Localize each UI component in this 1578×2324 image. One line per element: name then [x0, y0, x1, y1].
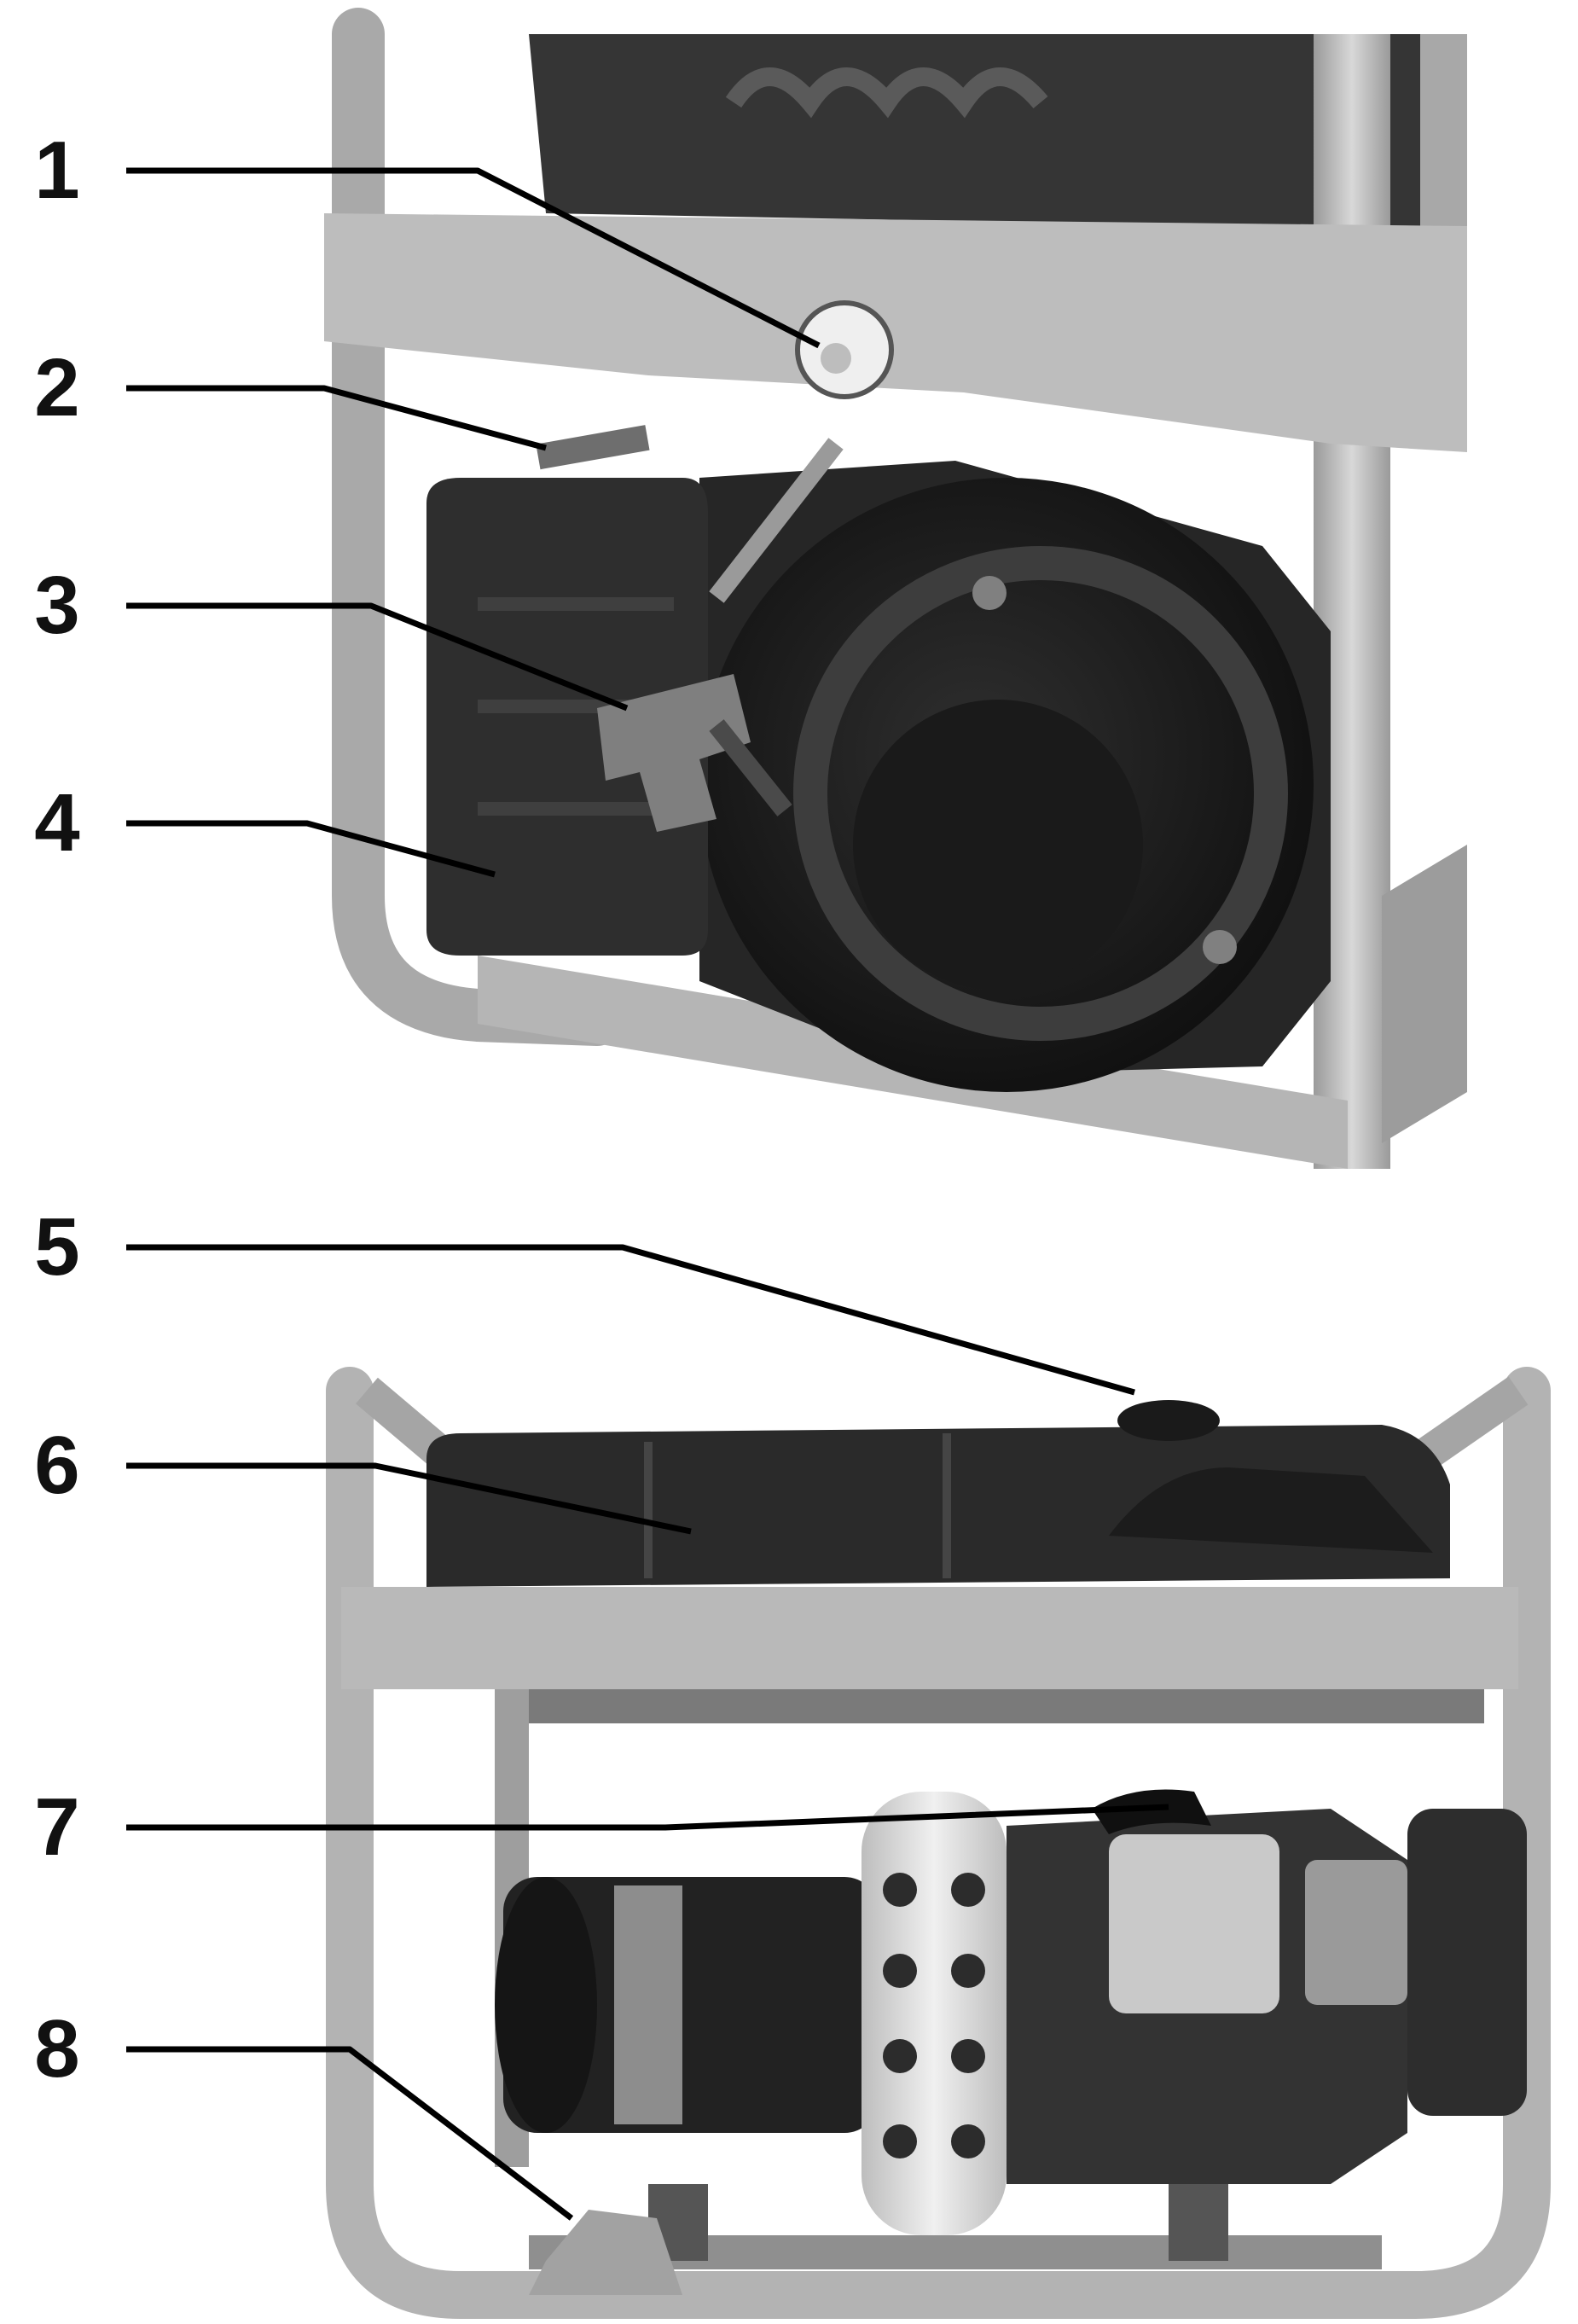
- frame-tube-outer: [326, 1367, 1551, 2319]
- callout-number-5: 5: [34, 1201, 80, 1293]
- muffler: [862, 1792, 1007, 2235]
- choke-lever: [536, 425, 650, 470]
- air-filter-rib: [478, 597, 674, 611]
- leader-line-6: [126, 1462, 692, 1535]
- frame-bar-upper: [341, 1587, 1518, 1689]
- fuel-cap: [1117, 1400, 1220, 1441]
- callout-number-2: 2: [34, 342, 80, 433]
- fuel-tank-hump: [1109, 1467, 1433, 1553]
- frame-post-right: [1314, 34, 1390, 1169]
- fuel-tank: [426, 1425, 1450, 1587]
- leader-line-4: [126, 820, 496, 878]
- starter-handle: [597, 674, 751, 832]
- recoil-starter-center: [853, 700, 1143, 990]
- callout-number-1: 1: [34, 125, 80, 216]
- alternator-band: [614, 1885, 682, 2124]
- alternator-body: [503, 1877, 879, 2133]
- bottom-view: [326, 1367, 1551, 2319]
- bolt-lower: [1203, 930, 1237, 964]
- leader-line-2: [126, 385, 547, 451]
- foot-bracket: [529, 2210, 682, 2295]
- leader-line-1: [126, 167, 821, 349]
- foot-right: [1169, 2184, 1228, 2261]
- top-view: [324, 8, 1467, 1169]
- bolt-upper: [972, 576, 1007, 610]
- leader-line-7: [126, 1804, 1169, 1831]
- callout-number-6: 6: [34, 1420, 80, 1511]
- air-filter-rib-3: [478, 802, 674, 816]
- frame-crossbar: [324, 213, 1467, 452]
- callout-number-7: 7: [34, 1781, 80, 1873]
- frame-lower-rail-right: [1382, 845, 1467, 1143]
- fuel-valve-center: [821, 343, 851, 374]
- starter-rope: [709, 438, 844, 603]
- fuel-tank-ridges: [725, 67, 1048, 119]
- fuel-tank-seam: [644, 1433, 951, 1578]
- frame-tube-left: [332, 8, 624, 1046]
- leader-lines: [126, 167, 1169, 2221]
- callout-number-8: 8: [34, 2003, 80, 2095]
- leader-line-8: [126, 2046, 574, 2221]
- callout-number-3: 3: [34, 560, 80, 651]
- leader-line-5: [126, 1244, 1135, 1396]
- starter-rope-lower: [709, 719, 792, 816]
- air-filter-side: [1407, 1809, 1527, 2116]
- muffler-holes: [883, 1873, 985, 2158]
- cylinder-head: [1109, 1834, 1279, 2013]
- leader-line-3: [126, 602, 629, 712]
- alternator-end: [495, 1877, 597, 2133]
- spark-plug-cap: [1092, 1789, 1211, 1834]
- frame-bar-shadow: [495, 1689, 1484, 1723]
- callout-number-4: 4: [34, 777, 80, 869]
- recoil-starter-ring: [793, 546, 1288, 1041]
- carburetor: [1305, 1860, 1407, 2005]
